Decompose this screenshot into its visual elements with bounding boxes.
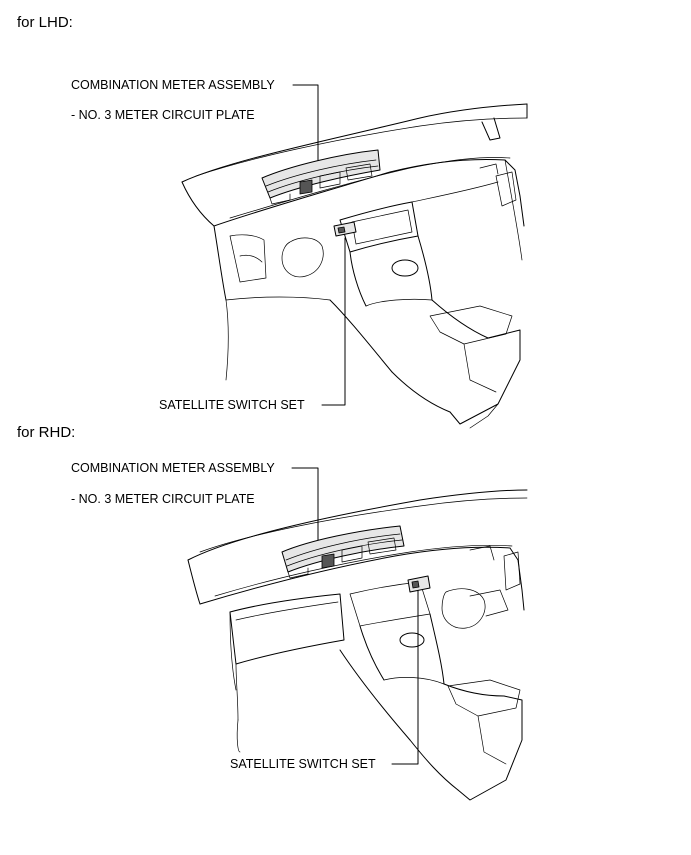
rhd-heading: for RHD: (17, 424, 76, 441)
lhd-dashboard-drawing (181, 84, 528, 429)
rhd-switch-leader-line (391, 587, 419, 765)
rhd-satellite-switch (407, 575, 431, 593)
rhd-combination-meter (281, 525, 405, 579)
lhd-heading: for LHD: (17, 14, 73, 31)
lhd-circuit-plate-label: - NO. 3 METER CIRCUIT PLATE (71, 108, 255, 122)
rhd-dashboard-drawing (187, 467, 528, 801)
rhd-meter-leader-line (291, 467, 319, 545)
lhd-satellite-switch-label: SATELLITE SWITCH SET (159, 398, 305, 412)
rhd-combination-meter-label: COMBINATION METER ASSEMBLY (71, 461, 275, 475)
lhd-switch-leader-line (321, 237, 346, 406)
lhd-combination-meter-label: COMBINATION METER ASSEMBLY (71, 78, 275, 92)
rhd-satellite-switch-label: SATELLITE SWITCH SET (230, 757, 376, 771)
lhd-combination-meter (261, 149, 381, 205)
lhd-meter-leader-line (292, 84, 319, 173)
lhd-satellite-switch (333, 221, 357, 237)
rhd-circuit-plate-label: - NO. 3 METER CIRCUIT PLATE (71, 492, 255, 506)
